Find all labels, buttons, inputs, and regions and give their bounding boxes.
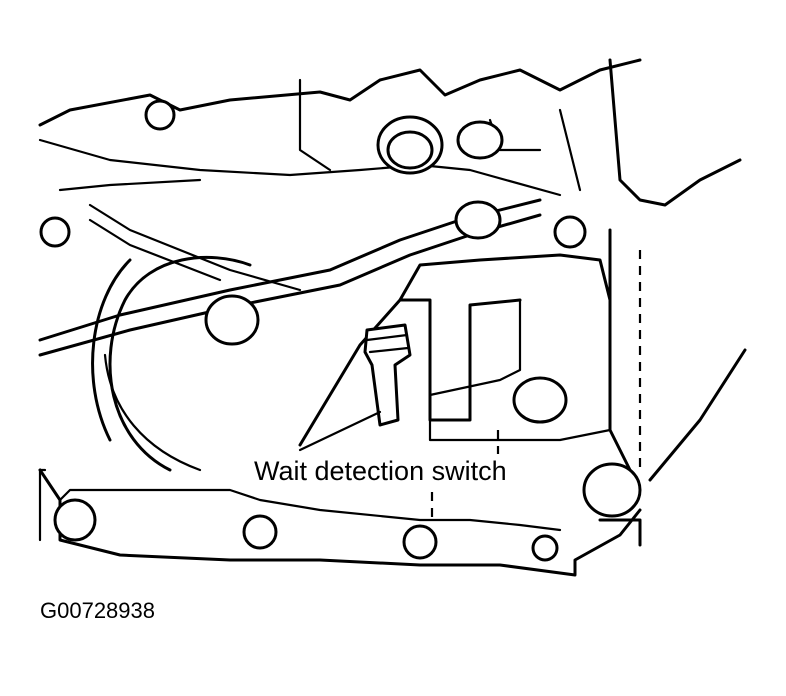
- case-top-edge: [38, 58, 642, 127]
- boss-right: [512, 376, 568, 424]
- upper-housing: [38, 78, 582, 197]
- inner-panel: [298, 253, 612, 447]
- bolt-6: [402, 524, 438, 560]
- bolt-5: [242, 514, 278, 550]
- bolt-4: [53, 498, 97, 542]
- left-brace: [88, 203, 302, 292]
- callout-leader: [298, 410, 382, 452]
- bolt-3: [39, 216, 71, 248]
- figure-id: G00728938: [40, 598, 155, 623]
- left-bore-inner: [103, 353, 202, 472]
- left-bore: [91, 255, 252, 472]
- callout-label: Wait detection switch: [252, 454, 509, 488]
- wait-detection-switch-hex: [365, 333, 410, 354]
- boss-cap-2: [454, 200, 502, 240]
- bolt-1: [144, 99, 176, 131]
- boss-cap-1: [456, 120, 504, 160]
- inner-bracket: [428, 298, 612, 442]
- boss-top-inner: [386, 130, 434, 170]
- boss-left: [204, 294, 260, 346]
- boss-lower-right: [582, 462, 642, 518]
- bolt-2: [553, 215, 587, 249]
- case-left-rim: [38, 468, 562, 542]
- bolt-7: [531, 534, 559, 562]
